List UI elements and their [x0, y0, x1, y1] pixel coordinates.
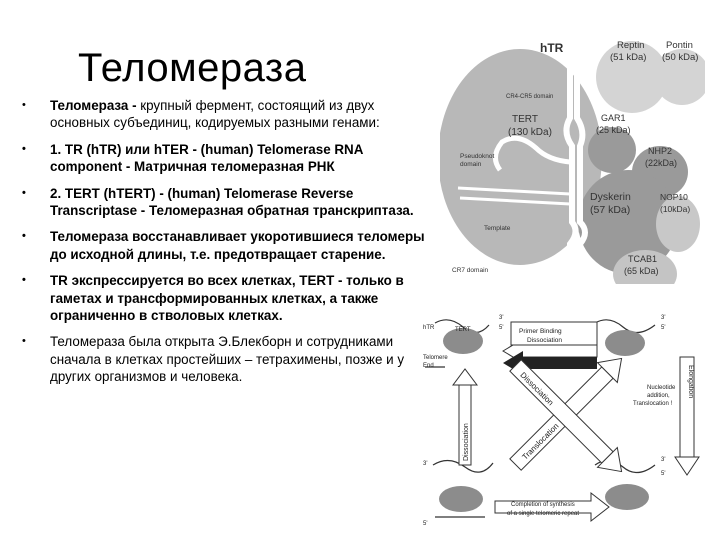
telomere-label: Telomere: [423, 355, 448, 361]
telomerase-cycle-figure: Primer Binding Dissociation Elongation N…: [423, 315, 700, 527]
bullet-item: • 2. TERT (hTERT) - (human) Telomerase Re…: [22, 185, 432, 220]
nhp2-kda: (22kDa): [645, 158, 677, 168]
prime-label: 3': [661, 457, 665, 463]
bullet-text: 1. TR (hTR) или hTER - (human) Telomeras…: [50, 141, 363, 175]
cr4-label: CR4-CR5 domain: [506, 94, 553, 100]
completion-label: of a single telomeric repeat: [507, 511, 579, 517]
nop10-circle: [656, 196, 700, 252]
bullet-dot: •: [22, 230, 26, 243]
telomerase-structure-figure: hTR CR4-CR5 domain TERT (130 kDa) Pseudo…: [440, 40, 705, 284]
prime-label: 3': [423, 461, 427, 467]
dissociation-vertical-label: Dissociation: [463, 423, 470, 461]
elongation-label: Elongation: [687, 365, 694, 398]
gar1-label: GAR1: [601, 113, 626, 123]
htr-label: hTR: [540, 41, 564, 55]
bullet-item: • Теломераза была открыта Э.Блекборн и со…: [22, 333, 432, 385]
bullet-dot: •: [22, 335, 26, 348]
prime-label: 3': [661, 315, 665, 321]
gar1-circle: [588, 127, 636, 173]
tcab1-label: TCAB1: [628, 254, 657, 264]
nop10-kda: (10kDa): [660, 204, 690, 214]
nhp2-label: NHP2: [648, 146, 672, 156]
tert-enzyme: [439, 486, 483, 512]
template-strand: [457, 186, 571, 206]
dna-strand: [432, 459, 494, 473]
bullet-text: Теломераза была открыта Э.Блекборн и сот…: [50, 334, 405, 385]
bullet-dot: •: [22, 99, 26, 111]
bullet-text: крупный фермент, состоящий из двух основ…: [50, 98, 380, 131]
tert-kda: (130 kDa): [508, 127, 552, 138]
pontin-kda: (50 kDa): [662, 52, 698, 63]
completion-label: Completion of synthesis: [511, 502, 575, 508]
dna-strand: [594, 319, 656, 334]
slide-title: Теломераза: [78, 46, 307, 90]
telomere-label: End: [423, 363, 434, 369]
tert-ellipse: [440, 49, 602, 265]
nop10-label: NOP10: [660, 192, 688, 202]
pontin-circle: [654, 49, 705, 105]
bullet-text: 2. TERT (hTERT) - (human) Telomerase Rev…: [50, 185, 414, 219]
bullet-dot: •: [22, 186, 26, 199]
tert-enzyme: [605, 484, 649, 510]
dyskerin-circle: [578, 170, 678, 274]
primer-box: [510, 321, 598, 346]
tcab1-circle: [613, 250, 677, 284]
htr-rna-strand: [574, 40, 588, 262]
pseudoknot-strand: [493, 135, 571, 172]
pseudoknot-label: Pseudoknot: [460, 153, 495, 160]
tert-enzyme: [605, 330, 645, 356]
prime-label: 5': [423, 521, 427, 527]
htr-rna-strand: [563, 40, 579, 262]
cr7-label: CR7 domain: [452, 267, 489, 274]
bullet-dot: •: [22, 274, 26, 287]
translocation-label: Translocation !: [633, 401, 672, 407]
tert-label: TERT: [455, 327, 471, 333]
bullet-list: • Теломераза - крупный фермент, состоящий…: [22, 97, 432, 395]
reptin-kda: (51 kDa): [610, 52, 646, 63]
htr-label: hTR: [423, 325, 435, 331]
template-label: Template: [484, 225, 511, 232]
nucleotide-label: addition,: [647, 393, 670, 399]
gar1-kda: (25 kDa): [596, 125, 631, 135]
bullet-text: Теломераза восстанавливает укоротившиеся…: [50, 229, 425, 262]
prime-label: 3': [499, 315, 503, 321]
dyskerin-kda: (57 kDa): [590, 204, 630, 216]
reptin-circle: [596, 41, 668, 113]
bullet-dot: •: [22, 142, 26, 155]
elongation-arrowhead: [674, 456, 700, 476]
tcab1-kda: (65 kDa): [624, 266, 659, 276]
primer-label: Primer Binding: [519, 328, 562, 335]
pontin-label: Pontin: [666, 40, 693, 51]
tert-label: TERT: [512, 114, 538, 125]
completion-arrow: [494, 491, 610, 523]
dna-strand: [434, 319, 490, 334]
dissociation-label: Dissociation: [527, 337, 562, 344]
bullet-item: • Теломераза - крупный фермент, состоящий…: [22, 97, 432, 132]
bullet-item: • Теломераза восстанавливает укоротившиес…: [22, 228, 432, 263]
dyskerin-label: Dyskerin: [590, 191, 631, 203]
nucleotide-label: Nucleotide: [647, 385, 676, 391]
prime-label: 5': [661, 471, 665, 477]
reptin-label: Reptin: [617, 40, 644, 51]
bullet-item: • TR экспрессируется во всех клетках, TER…: [22, 272, 432, 324]
bullet-strong: Теломераза -: [50, 98, 137, 113]
tert-enzyme: [443, 328, 483, 354]
bullet-text: TR экспрессируется во всех клетках, TERT…: [50, 273, 404, 324]
prime-label: 5': [499, 325, 503, 331]
prime-label: 5': [661, 325, 665, 331]
dissociation-arrowhead: [452, 368, 478, 386]
bullet-item: • 1. TR (hTR) или hTER - (human) Telomera…: [22, 141, 432, 176]
pseudoknot-label: domain: [460, 161, 482, 168]
